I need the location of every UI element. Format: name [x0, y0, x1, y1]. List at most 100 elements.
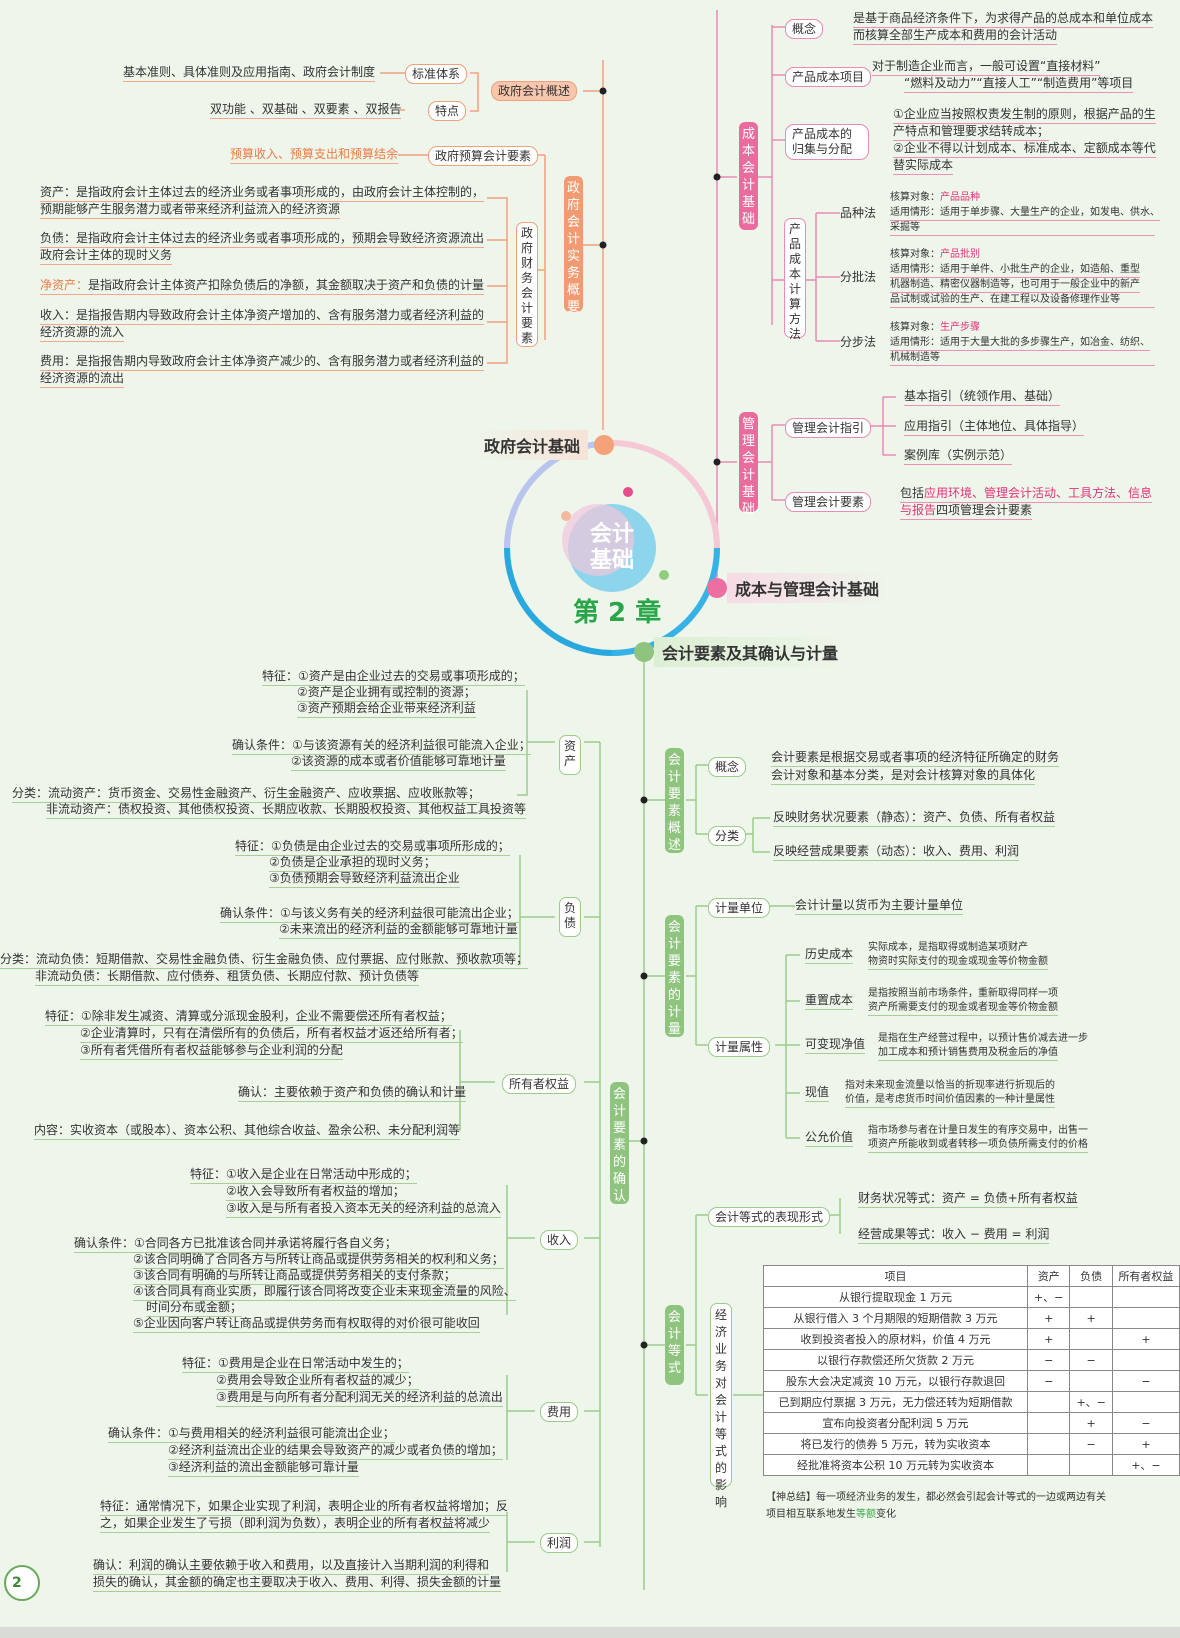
cost-me-pre: 包括 [900, 486, 925, 500]
cost-acc: 成本会计基础 [739, 122, 758, 230]
cost-items-2: “燃料及动力”“直接人工”“制造费用”等项目 [904, 75, 1134, 93]
cell-asset: + [1026, 1328, 1071, 1350]
gov-practice: 政府会计实务概要 [564, 176, 583, 315]
cost-alloc-2: 产特点和管理要求结转成本； [893, 123, 1050, 141]
gov-overview: 政府会计概述 [491, 81, 578, 101]
cost-m2-b: 机器制造、精密仪器制造等，也可用于一般企业中的新产 [890, 277, 1140, 293]
cell-equity: +、− [1111, 1454, 1180, 1476]
measure-unit: 计量单位 [708, 898, 771, 918]
cost-m2-obj-v: 产品批别 [940, 249, 980, 260]
overview-concept-2: 会计对象和基本分类，是对会计核算对象的具体化 [771, 767, 1036, 785]
recog-profit: 利润 [540, 1533, 579, 1553]
center-title-1: 会计 [590, 522, 635, 547]
measure-a1: 历史成本 [805, 946, 854, 964]
gov-feature: 特点 [428, 101, 467, 121]
cost-calc: 产品成本计算方法 [784, 218, 806, 341]
cell-item: 收到投资者投入的原材料，价值 4 万元 [763, 1328, 1028, 1350]
gov-exp-2: 经济资源的流出 [40, 370, 125, 388]
in-c4: ④该合同具有商业实质，即履行该合同将改变企业未来现金流量的风险、 [133, 1283, 516, 1301]
cost-me-hl1: 应用环境、管理会计活动、工具方法、信息 [924, 486, 1153, 500]
ex-f2: ②费用会导致企业所有者权益的减少； [216, 1372, 419, 1390]
recog-equity: 所有者权益 [502, 1074, 577, 1094]
cell-liab: + [1069, 1307, 1113, 1329]
gov-budget-text: 预算收入、预算支出和预算结余 [230, 146, 399, 164]
center-title-2: 基础 [590, 548, 635, 573]
cost-m2-obj: 核算对象： [890, 249, 940, 260]
measure-title: 会计要素的计量 [665, 915, 684, 1037]
ex-f1: 特征：①费用是企业在日常活动中发生的； [182, 1355, 409, 1373]
in-f3: ③收入是与所有者投入资本无关的经济利益的总流入 [226, 1200, 501, 1218]
cell-item: 股东大会决定减资 10 万元，以银行存款退回 [763, 1370, 1028, 1392]
gov-budget-elem: 政府预算会计要素 [428, 146, 539, 166]
gov-asset-2: 预期能够产生服务潜力或者带来经济利益流入的经济资源 [40, 201, 341, 219]
pr-c2: 损失的确认，其金额的确定也主要取决于收入、费用、利得、损失金额的计量 [93, 1574, 502, 1592]
cell-liab [1069, 1328, 1113, 1350]
summary-1: 【神总结】每一项经济业务的发生，都必然会引起会计等式的一边或两边有关 [766, 1492, 1106, 1503]
equation-impact: 经济业务对会计等式的影响 [710, 1303, 732, 1509]
eq-c: 确认：主要依赖于资产和负债的确认和计量 [238, 1084, 467, 1102]
overview-concept: 概念 [708, 757, 747, 777]
overview-class-2: 反映经营成果要素（动态）：收入、费用、利润 [773, 843, 1020, 861]
recog-title: 会计要素的确认 [610, 1082, 629, 1204]
cell-equity [1111, 1307, 1180, 1329]
as-c2: ②该资源的成本或者价值能够可靠地计量 [291, 753, 506, 771]
measure-a4: 现值 [805, 1084, 830, 1102]
cell-equity: + [1111, 1328, 1180, 1350]
li-c1: 确认条件：①与该义务有关的经济利益很可能流出企业； [220, 905, 519, 923]
measure-a1-2: 物资时实际支付的现金或现金等价物金额 [868, 954, 1048, 970]
cost-me-hl2: 与报告 [900, 503, 937, 517]
branch-cost: 成本与管理会计基础 [727, 573, 888, 603]
cell-asset [1026, 1412, 1071, 1434]
gov-inc-1: 收入：是指报告期内导致政府会计主体净资产增加的、含有服务潜力或者经济利益的 [40, 307, 485, 325]
gov-liab-1: 负债：是指政府会计主体过去的经济业务或者事项形成的，预期会导致经济资源流出 [40, 230, 485, 248]
cell-equity [1111, 1286, 1180, 1308]
eq-f2: ②企业清算时，只有在清偿所有的负债后，所有者权益才返还给所有者； [80, 1025, 463, 1043]
pr-f1: 特征：通常情况下，如果企业实现了利润，表明企业的所有者权益将增加；反 [100, 1498, 509, 1516]
cost-me-post: 四项管理会计要素 [936, 503, 1033, 517]
as-f1: 特征：①资产是由企业过去的交易或事项形成的； [262, 668, 525, 686]
table-row: 宣布向投资者分配利润 5 万元+− [763, 1412, 1180, 1434]
cell-liab [1069, 1454, 1113, 1476]
cost-m2-c: 品试制或试验的生产、在建工程以及设备修理作业等 [890, 292, 1155, 308]
table-row: 已到期应付票据 3 万元，无力偿还转为短期借款+、− [763, 1391, 1180, 1413]
cost-concept-2: 而核算全部生产成本和费用的会计活动 [853, 27, 1058, 45]
gov-asset-1: 资产：是指政府会计主体过去的经济业务或者事项形成的，由政府会计主体控制的， [40, 184, 485, 202]
cost-m2: 分批法 [840, 270, 877, 284]
cell-equity: − [1111, 1370, 1180, 1392]
eq-k: 内容：实收资本（或股本）、资本公积、其他综合收益、盈余公积、未分配利润等 [34, 1122, 461, 1140]
cell-asset [1026, 1391, 1071, 1413]
recog-liab: 负债 [559, 897, 581, 937]
cell-asset: − [1026, 1370, 1071, 1392]
cost-m1: 品种法 [840, 206, 877, 220]
cost-m2-a: 适用情形：适用于单件、小批生产的企业，如造船、重型 [890, 262, 1140, 278]
cost-alloc-3: ②企业不得以计划成本、标准成本、定额成本等代 [893, 140, 1156, 158]
table-row: 股东大会决定减资 10 万元，以银行存款退回−− [763, 1370, 1180, 1392]
pr-c1: 确认：利润的确认主要依赖于收入和费用，以及直接计入当期利润的利得和 [93, 1557, 490, 1575]
cell-asset [1026, 1433, 1071, 1455]
li-f1: 特征：①负债是由企业过去的交易或事项所形成的； [235, 838, 510, 856]
table-row: 从银行提取现金 1 万元+、− [763, 1286, 1180, 1308]
cost-concept: 概念 [785, 19, 824, 39]
measure-a2-2: 资产所需要支付的现金或者现金等价物金额 [868, 1000, 1058, 1016]
cost-m3-b: 机械制造等 [890, 350, 1155, 366]
summary-2-pre: 项目相互联系地发生 [766, 1509, 856, 1520]
cell-item: 从银行提取现金 1 万元 [763, 1286, 1028, 1308]
measure-a4-1: 指对未来现金流量以恰当的折现率进行折现后的 [845, 1080, 1055, 1091]
th-liab: 负债 [1069, 1265, 1113, 1287]
cell-liab: +、− [1069, 1391, 1113, 1413]
recog-expense: 费用 [540, 1402, 579, 1422]
gov-std-sys-text: 基本准则、具体准则及应用指南、政府会计制度 [123, 64, 376, 82]
cost-items-1: 对于制造企业而言，一般可设置“直接材料” [872, 58, 1101, 76]
overview-concept-1: 会计要素是根据交易或者事项的经济特征所确定的财务 [771, 749, 1060, 767]
cost-items: 产品成本项目 [785, 67, 872, 87]
as-f2: ②资产是企业拥有或控制的资源； [297, 684, 476, 702]
cell-equity: − [1111, 1412, 1180, 1434]
cost-alloc: 产品成本的归集与分配 [785, 124, 869, 160]
measure-a3-2: 加工成本和预计销售费用及税金后的净值 [878, 1045, 1058, 1061]
cell-item: 宣布向投资者分配利润 5 万元 [763, 1412, 1028, 1434]
measure-a3: 可变现净值 [805, 1036, 866, 1054]
cell-liab [1069, 1370, 1113, 1392]
li-f3: ③负债预期会导致经济利益流出企业 [269, 870, 460, 888]
th-item: 项目 [763, 1265, 1028, 1287]
cost-g1: 基本指引（统领作用、基础） [904, 388, 1061, 406]
